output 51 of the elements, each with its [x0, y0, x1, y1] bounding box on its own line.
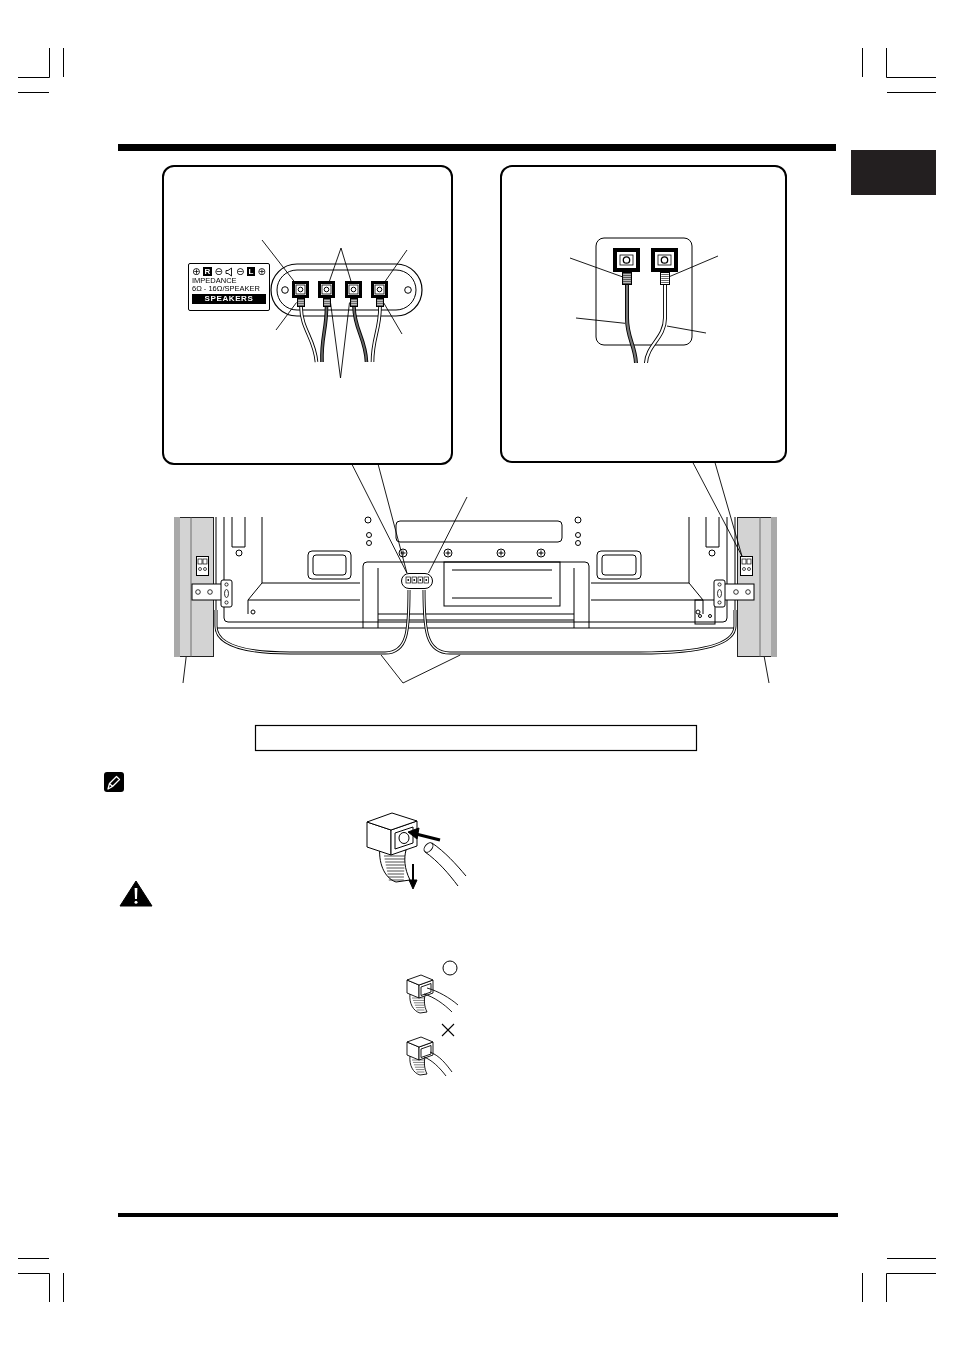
side-speaker — [174, 517, 214, 657]
speaker-wire — [644, 285, 667, 363]
speaker-cable — [422, 589, 737, 655]
speaker-terminal — [740, 556, 753, 576]
leader-line — [275, 302, 297, 331]
speaker-wire — [320, 307, 329, 362]
callout-pointer — [351, 464, 408, 574]
terminal-lever — [296, 298, 305, 307]
leader-line — [763, 656, 770, 684]
channel-label: L — [247, 267, 255, 276]
side-speaker — [737, 517, 777, 657]
leader-line — [330, 302, 341, 379]
panel-label: SPEAKERS — [192, 294, 266, 304]
terminal-lever — [622, 272, 632, 285]
leader-line — [428, 496, 468, 574]
leader-line — [182, 656, 187, 684]
terminal-lever — [322, 298, 331, 307]
speaker-wire — [351, 307, 369, 362]
polarity-sign: ⊕ — [192, 266, 201, 277]
speaker-terminal — [345, 281, 362, 298]
terminal-label-plate — [188, 263, 270, 311]
speaker-terminal — [318, 281, 335, 298]
callout-panel — [162, 165, 453, 465]
callout-panel — [500, 165, 787, 463]
speaker-terminal — [292, 281, 309, 298]
leader-line — [575, 317, 626, 324]
speaker-wire — [298, 307, 319, 362]
leader-line — [669, 255, 719, 277]
leader-line — [329, 247, 342, 282]
callout-pointer — [692, 462, 743, 557]
channel-label: R — [203, 267, 212, 276]
polarity-sign: ⊖ — [236, 266, 245, 277]
leader-line — [666, 325, 707, 334]
leader-line — [384, 249, 408, 282]
leader-line — [383, 302, 403, 335]
terminal-lever — [375, 298, 384, 307]
leader-line — [569, 257, 623, 278]
leader-line — [340, 247, 352, 282]
speaker-cable — [214, 589, 411, 655]
speaker-terminal — [371, 281, 388, 298]
leader-line — [380, 654, 404, 684]
speaker-wire — [625, 285, 638, 363]
speaker-wire — [369, 307, 382, 362]
leader-line — [261, 239, 295, 282]
leader-line — [402, 654, 461, 684]
leader-line — [340, 302, 350, 379]
terminal-lever — [349, 298, 358, 307]
polarity-sign: ⊖ — [214, 266, 223, 277]
polarity-sign: ⊕ — [257, 266, 266, 277]
speaker-terminal-block — [401, 573, 433, 589]
terminal-lever — [660, 272, 670, 285]
